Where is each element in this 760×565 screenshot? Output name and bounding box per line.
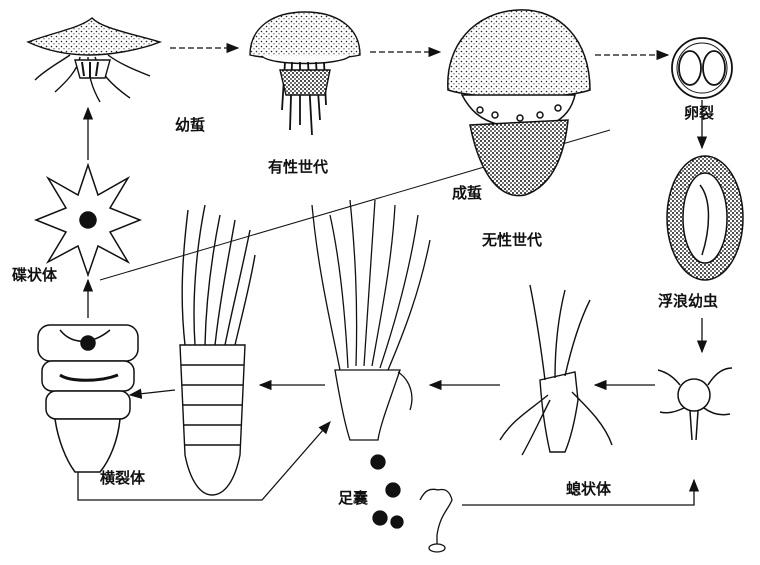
polyp-illustration bbox=[499, 284, 613, 456]
label-planula: 浮浪幼虫 bbox=[658, 292, 718, 310]
label-podocyst: 足囊 bbox=[338, 489, 369, 507]
label-strobila: 横裂体 bbox=[100, 469, 146, 487]
label-adult: 成蜇 bbox=[452, 184, 482, 202]
arrow-elongate-to-strobila bbox=[128, 388, 176, 399]
diagram-labels: 幼蜇 有性世代 成蜇 无性世代 卵裂 浮浪幼虫 碟状体 横裂体 足囊 螅状体 bbox=[12, 104, 718, 507]
young-medusa-illustration bbox=[249, 11, 361, 136]
mature-polyp-illustration bbox=[311, 199, 431, 441]
adult-jellyfish-illustration bbox=[447, 9, 591, 197]
elongate-polyp-illustration bbox=[179, 204, 256, 496]
planula-larva-illustration bbox=[666, 155, 744, 281]
label-sexual-generation: 有性世代 bbox=[268, 158, 328, 176]
ephyra-young-illustration bbox=[26, 17, 163, 103]
cycle-arrows bbox=[77, 42, 708, 506]
label-ephyra-young: 幼蜇 bbox=[175, 116, 205, 134]
ephyra-disc-illustration bbox=[33, 162, 143, 278]
label-cleavage: 卵裂 bbox=[684, 104, 714, 122]
arrow-strobila-bottom-loop bbox=[77, 421, 331, 501]
label-polyp: 螅状体 bbox=[566, 480, 612, 498]
label-asexual-generation: 无性世代 bbox=[481, 231, 542, 249]
settled-larva-illustration bbox=[657, 367, 733, 441]
strobila-illustration bbox=[37, 324, 139, 473]
podocyst-illustration bbox=[370, 454, 453, 553]
label-ephyra-disc: 碟状体 bbox=[12, 266, 58, 284]
egg-cleavage-illustration bbox=[671, 37, 733, 99]
arrow-podocyst-loop bbox=[462, 478, 700, 506]
